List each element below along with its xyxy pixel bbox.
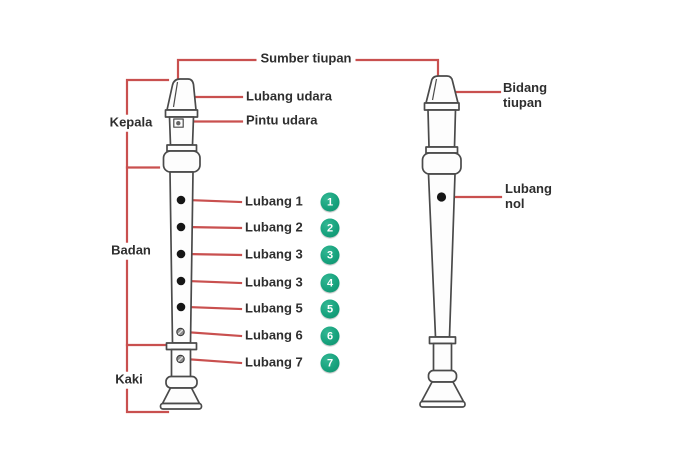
right-recorder-illustration xyxy=(419,75,466,408)
bell-rim-back xyxy=(419,400,466,408)
foot-tube xyxy=(170,348,192,378)
hole-3-line xyxy=(184,252,243,257)
finger-hole-1 xyxy=(176,195,186,205)
finger-hole-7-highlight xyxy=(177,356,184,362)
hole-label-7: Lubang 7 xyxy=(245,354,303,370)
finger-hole-4 xyxy=(176,276,186,286)
air-window-hole xyxy=(176,121,181,126)
hole-badge-1: 1 xyxy=(320,192,340,212)
mouthpiece-beak xyxy=(166,78,197,111)
label-lubang-nol: Lubang nol xyxy=(505,181,552,211)
hole-7-line xyxy=(183,357,243,365)
finger-hole-3 xyxy=(176,249,186,259)
hole-6-line xyxy=(183,330,243,338)
label-lubang-udara: Lubang udara xyxy=(246,88,332,104)
head-joint-bulge-back xyxy=(421,152,462,175)
bell-rim xyxy=(159,402,203,410)
hole-1-line xyxy=(184,198,243,204)
label-pintu-udara: Pintu udara xyxy=(246,112,318,128)
section-label-kepala: Kepala xyxy=(105,114,157,132)
label-bidang-tiupan: Bidang tiupan xyxy=(503,80,548,110)
body-foot-ring xyxy=(165,342,198,351)
head-band-back xyxy=(423,102,460,111)
finger-hole-2 xyxy=(176,222,186,232)
body-foot-ring-back xyxy=(428,336,457,345)
hole-5-line xyxy=(184,305,243,311)
hole-label-5: Lubang 5 xyxy=(245,300,303,316)
hole-label-3: Lubang 3 xyxy=(245,246,303,262)
head-ring-back xyxy=(425,146,459,154)
thumb-hole xyxy=(436,192,447,202)
section-label-badan: Badan xyxy=(107,242,155,260)
hole-label-1: Lubang 1 xyxy=(245,193,303,209)
bell-flare xyxy=(161,387,201,405)
head-band xyxy=(164,109,199,118)
label-sumber-tiupan: Sumber tiupan xyxy=(256,50,356,68)
windway-line xyxy=(172,81,179,108)
finger-hole-5 xyxy=(176,302,186,312)
windway-line-back xyxy=(431,78,438,101)
hole-2-line xyxy=(184,225,243,230)
hole-badge-7: 7 xyxy=(320,353,340,373)
hole-badge-5: 5 xyxy=(320,299,340,319)
hole-label-2: Lubang 2 xyxy=(245,219,303,235)
connector-lines xyxy=(125,58,503,414)
hole-badge-4: 4 xyxy=(320,273,340,293)
foot-tube-back xyxy=(432,342,453,372)
hole-label-6: Lubang 6 xyxy=(245,327,303,343)
hole-badge-3: 3 xyxy=(320,245,340,265)
mouthpiece-beak-back xyxy=(425,75,459,104)
hole-badge-6: 6 xyxy=(320,326,340,346)
head-ring xyxy=(166,144,198,152)
left-recorder-illustration xyxy=(159,78,203,410)
bell-flare-back xyxy=(420,381,465,403)
foot-bulge-back xyxy=(427,369,458,383)
finger-hole-6-highlight xyxy=(177,329,184,335)
finger-holes xyxy=(176,195,186,312)
hole-badge-2: 2 xyxy=(320,218,340,238)
foot-bulge xyxy=(165,375,198,389)
hole-4-line xyxy=(184,279,243,285)
section-label-kaki: Kaki xyxy=(111,371,147,389)
head-tube-back xyxy=(427,109,457,148)
head-joint-bulge xyxy=(162,150,201,173)
hole-label-4: Lubang 3 xyxy=(245,274,303,290)
